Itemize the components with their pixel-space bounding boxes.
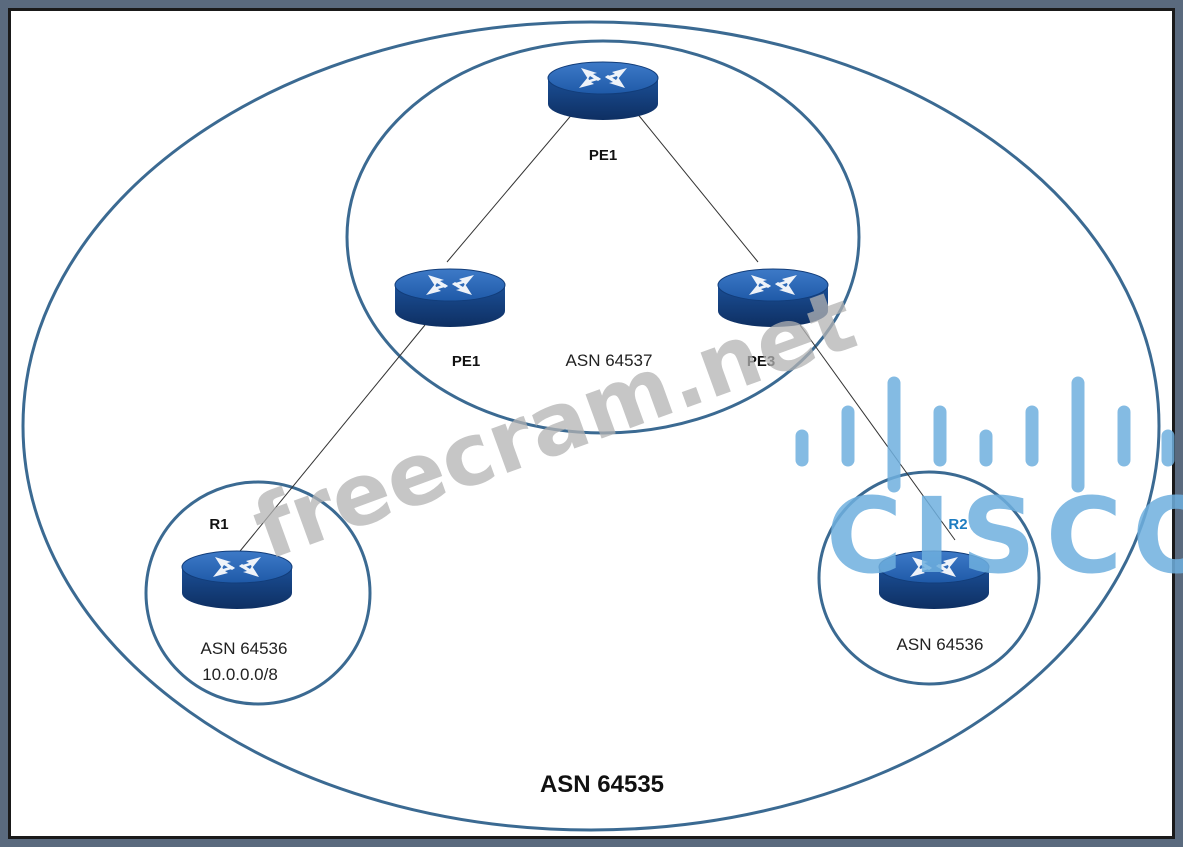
- r2-site-boundary: [817, 470, 1041, 686]
- provider-asn-label: ASN 64537: [566, 351, 653, 370]
- link-pe-left-r1: [235, 324, 426, 557]
- outer-asn-label: ASN 64535: [540, 771, 664, 798]
- router-pe-left-icon: [394, 268, 506, 328]
- links: [235, 111, 956, 557]
- diagram-frame: [8, 8, 1175, 839]
- asn-64535-boundary: [21, 20, 1161, 832]
- link-pe-top-pe-left: [446, 111, 575, 263]
- r1-prefix-label: 10.0.0.0/8: [202, 665, 278, 684]
- link-pe-right-r2: [799, 324, 956, 541]
- freecram-watermark: freecram.net: [241, 270, 868, 580]
- cisco-bars-icon: [795, 376, 1175, 493]
- pe-right-label: PE3: [747, 353, 775, 370]
- cisco-wordmark: CISCO: [826, 475, 1183, 597]
- asn-64537-boundary: [345, 39, 861, 435]
- r2-asn-label: ASN 64536: [897, 635, 984, 654]
- link-pe-top-pe-right: [635, 111, 759, 263]
- r1-label: R1: [209, 516, 228, 533]
- pe-top-label: PE1: [589, 147, 617, 164]
- r1-site-boundary: [144, 480, 372, 706]
- router-pe-top-icon: [547, 61, 659, 121]
- pe-left-label: PE1: [452, 353, 480, 370]
- r1-asn-label: ASN 64536: [201, 639, 288, 658]
- r2-label: R2: [948, 516, 967, 533]
- cisco-logo: CISCO: [795, 376, 1183, 597]
